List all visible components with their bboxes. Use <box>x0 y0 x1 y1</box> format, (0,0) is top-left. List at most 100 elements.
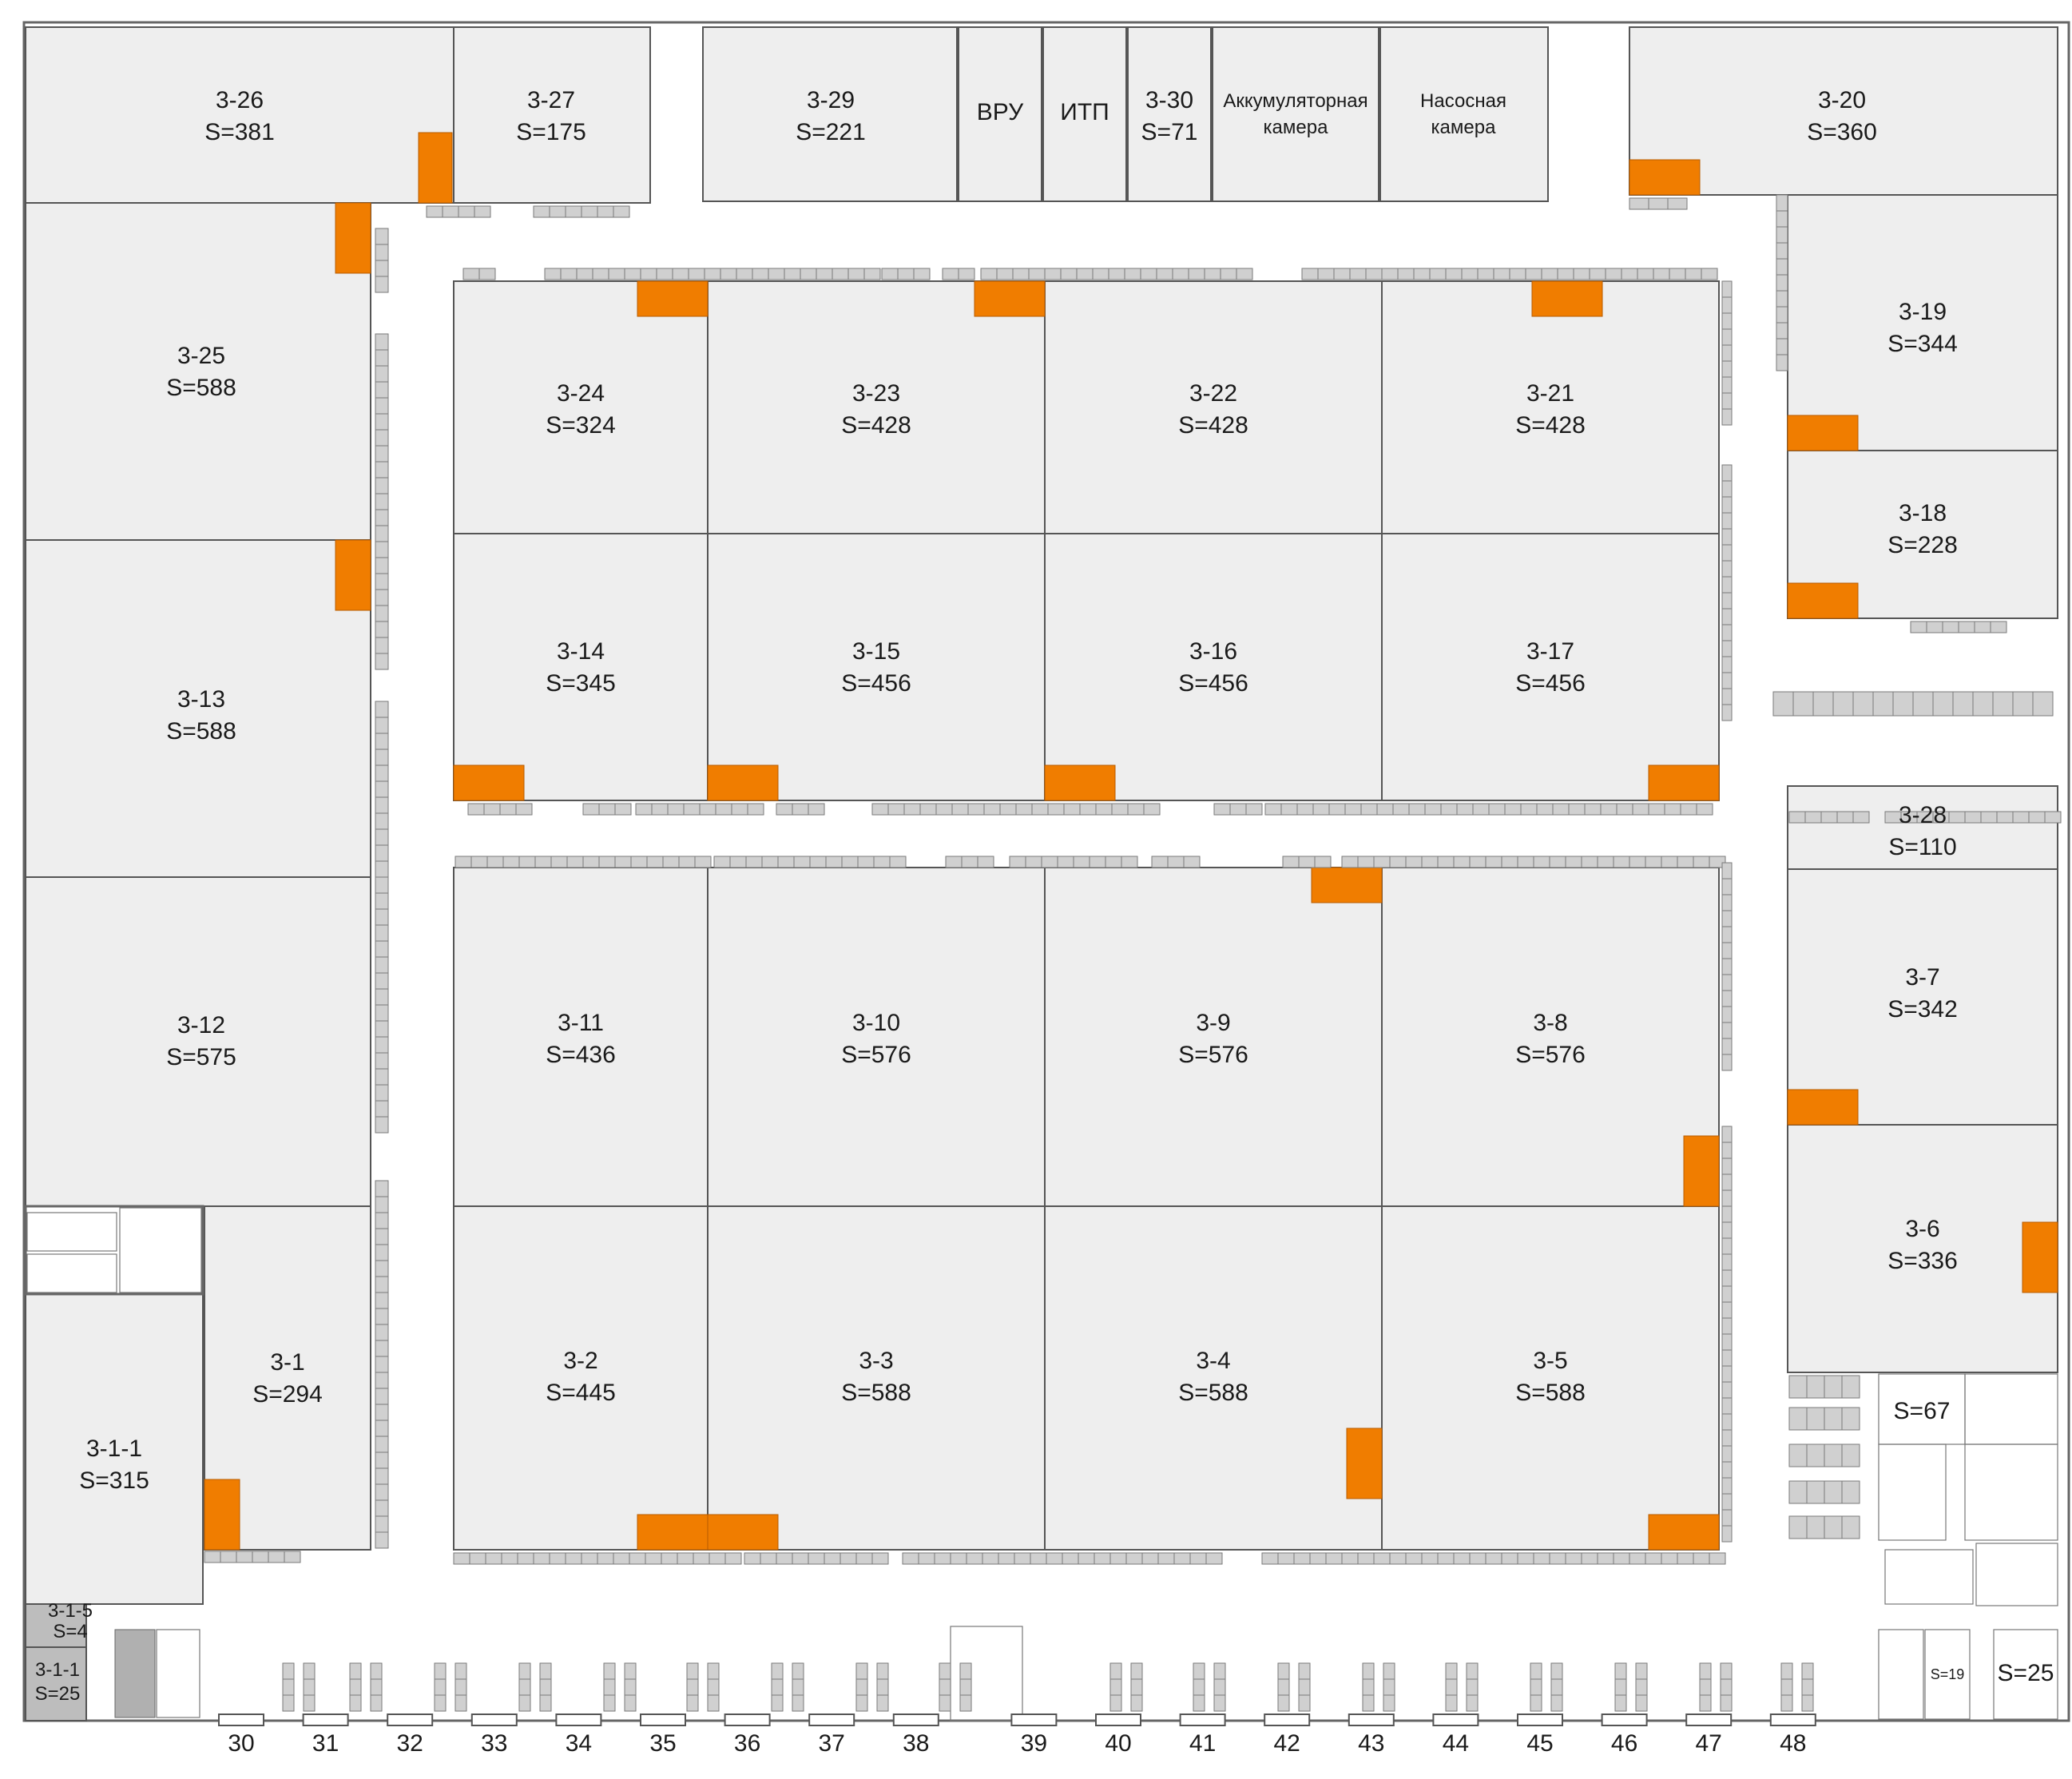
storage-cell <box>375 1483 389 1501</box>
gate-door[interactable] <box>1517 1713 1563 1726</box>
gate-door[interactable] <box>724 1713 771 1726</box>
gate-label: 30 <box>228 1730 254 1757</box>
storage-cell <box>1357 1552 1375 1565</box>
room-3-16[interactable] <box>1044 533 1383 801</box>
room-vru[interactable] <box>958 26 1042 202</box>
storage-cell <box>1125 1552 1143 1565</box>
storage-cell <box>1852 691 1874 717</box>
room-3-21[interactable] <box>1381 280 1720 534</box>
room-3-26[interactable] <box>25 26 454 204</box>
room-3-1-1-small[interactable] <box>25 1646 87 1721</box>
storage-cell <box>566 856 584 868</box>
storage-cell <box>792 1678 804 1696</box>
room-3-13[interactable] <box>25 539 371 878</box>
gate-door[interactable] <box>302 1713 349 1726</box>
gate-door[interactable] <box>640 1713 686 1726</box>
room-3-9[interactable] <box>1044 867 1383 1207</box>
room-3-20[interactable] <box>1629 26 2058 196</box>
room-3-17[interactable] <box>1381 533 1720 801</box>
room-3-5[interactable] <box>1381 1205 1720 1551</box>
storage-cell <box>1466 1662 1479 1680</box>
gate-door[interactable] <box>892 1713 939 1726</box>
room-3-6[interactable] <box>1787 1124 2058 1373</box>
gate-door[interactable] <box>1769 1713 1816 1726</box>
storage-cell <box>349 1694 362 1712</box>
storage-cell <box>1677 1552 1694 1565</box>
storage-cell <box>582 856 600 868</box>
room-pump[interactable] <box>1379 26 1549 202</box>
room-itp[interactable] <box>1042 26 1127 202</box>
office-room-a <box>26 1212 117 1252</box>
room-3-10[interactable] <box>707 867 1046 1207</box>
room-3-27[interactable] <box>453 26 651 204</box>
marker <box>204 1479 240 1551</box>
storage-cell <box>1105 856 1122 868</box>
room-label: ИТП <box>1060 99 1109 125</box>
gate-door[interactable] <box>1264 1713 1311 1726</box>
gate-door[interactable] <box>218 1713 264 1726</box>
room-s25[interactable] <box>1993 1629 2058 1720</box>
room-3-3[interactable] <box>707 1205 1046 1551</box>
gate-label: 43 <box>1358 1730 1384 1757</box>
room-3-23[interactable] <box>707 280 1046 534</box>
room-3-8[interactable] <box>1381 867 1720 1207</box>
storage-cell <box>792 1662 804 1680</box>
room-s19[interactable] <box>1924 1629 1971 1720</box>
room-3-29[interactable] <box>702 26 958 202</box>
storage-cell <box>453 1552 470 1565</box>
storage-cell <box>1293 1552 1311 1565</box>
gate-door[interactable] <box>1432 1713 1479 1726</box>
room-3-25[interactable] <box>25 202 371 541</box>
room-accum[interactable] <box>1212 26 1379 202</box>
gate-door[interactable] <box>1348 1713 1395 1726</box>
storage-cell <box>1188 268 1205 280</box>
room-3-2[interactable] <box>453 1205 709 1551</box>
room-3-11[interactable] <box>453 867 709 1207</box>
storage-cell <box>1341 856 1359 868</box>
storage-cell <box>502 856 520 868</box>
storage-cell <box>688 268 705 280</box>
gate-door[interactable] <box>1010 1713 1058 1726</box>
room-3-19[interactable] <box>1787 194 2058 451</box>
gate-door[interactable] <box>555 1713 602 1726</box>
gate-door[interactable] <box>1601 1713 1648 1726</box>
room-3-30[interactable] <box>1127 26 1212 202</box>
storage-cell <box>375 1276 389 1293</box>
storage-cell <box>934 1552 951 1565</box>
room-3-22[interactable] <box>1044 280 1383 534</box>
room-3-14[interactable] <box>453 533 709 801</box>
gate-door[interactable] <box>1095 1713 1141 1726</box>
gate-door[interactable] <box>1179 1713 1226 1726</box>
storage-cell <box>560 268 578 280</box>
room-3-28[interactable] <box>1787 785 2058 870</box>
room-3-1-1-large[interactable] <box>25 1293 204 1605</box>
room-label: 3-2 <box>563 1348 597 1374</box>
storage-cell <box>1282 856 1300 868</box>
room-3-1-5[interactable] <box>25 1603 87 1648</box>
storage-cell <box>1721 560 1733 578</box>
gate-door[interactable] <box>808 1713 855 1726</box>
gate-door[interactable] <box>470 1713 518 1726</box>
storage-cell <box>1589 268 1606 280</box>
storage-cell <box>1721 1493 1733 1511</box>
room-3-12[interactable] <box>25 876 371 1207</box>
storage-cell <box>1298 1678 1311 1696</box>
room-3-4[interactable] <box>1044 1205 1383 1551</box>
storage-cell <box>375 349 389 367</box>
storage-cell <box>375 381 389 399</box>
storage-cell <box>1453 1552 1471 1565</box>
storage-cell <box>1824 1443 1843 1467</box>
room-3-15[interactable] <box>707 533 1046 801</box>
storage-cell <box>871 803 889 816</box>
storage-cell <box>1530 1662 1542 1680</box>
storage-cell <box>375 796 389 814</box>
room-3-24[interactable] <box>453 280 709 534</box>
storage-cell <box>1645 856 1662 868</box>
gate-door[interactable] <box>387 1713 434 1726</box>
gate-door[interactable] <box>1685 1713 1733 1726</box>
room-3-7[interactable] <box>1787 868 2058 1126</box>
storage-cell <box>1525 268 1542 280</box>
storage-cell <box>1025 856 1042 868</box>
storage-cell <box>1721 1054 1733 1071</box>
